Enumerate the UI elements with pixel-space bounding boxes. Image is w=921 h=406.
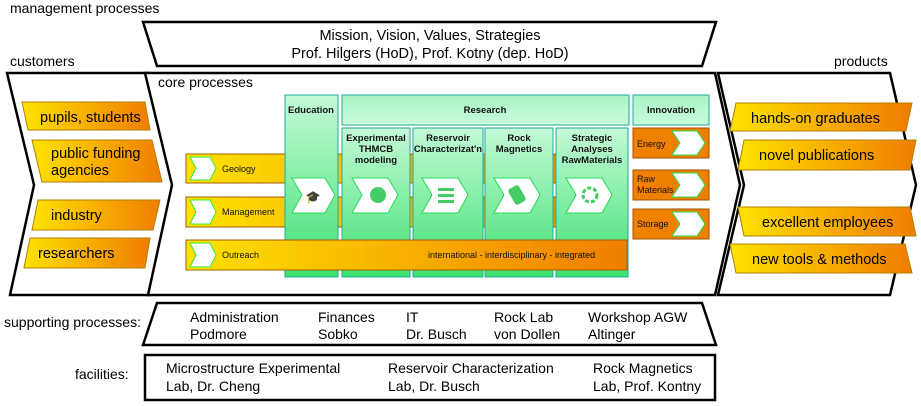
svg-text:Outreach: Outreach	[222, 250, 259, 260]
svg-text:Innovation: Innovation	[647, 105, 695, 116]
svg-text:Reservoir Characterization: Reservoir Characterization	[388, 360, 554, 376]
svg-text:industry: industry	[51, 208, 103, 224]
customer-item: industry	[31, 199, 161, 231]
product-item: excellent employees	[737, 206, 917, 237]
management-line1: Mission, Vision, Values, Strategies	[319, 28, 540, 44]
svg-text:Administration: Administration	[190, 309, 279, 325]
recycle-icon	[565, 177, 613, 214]
drill-rig-icon	[671, 130, 706, 156]
product-item: new tools & methods	[729, 243, 913, 274]
svg-text:Altinger: Altinger	[588, 326, 636, 342]
svg-text:Reservoir: Reservoir	[426, 133, 470, 144]
svg-text:pupils, students: pupils, students	[40, 110, 141, 126]
svg-text:Lab, Dr. Cheng: Lab, Dr. Cheng	[166, 378, 260, 394]
product-item: novel publications	[737, 139, 917, 171]
wind-turbine-icon	[671, 211, 706, 237]
svg-text:IT: IT	[406, 309, 419, 325]
svg-text:Strategic: Strategic	[572, 133, 613, 144]
svg-text:Finances: Finances	[318, 309, 375, 325]
supporting-box	[141, 301, 718, 347]
svg-text:Energy: Energy	[637, 139, 666, 149]
svg-text:novel publications: novel publications	[759, 148, 874, 164]
management-box	[141, 20, 718, 68]
supporting-label: supporting processes:	[4, 314, 141, 330]
svg-text:Management: Management	[222, 207, 275, 217]
svg-text:hands-on graduates: hands-on graduates	[751, 111, 880, 127]
bar-outreach: Outreach international - interdisciplinar…	[185, 239, 628, 271]
svg-text:public funding: public funding	[51, 146, 141, 162]
svg-text:agencies: agencies	[51, 163, 109, 179]
svg-text:Lab, Dr. Busch: Lab, Dr. Busch	[388, 378, 480, 394]
innovation-header: Innovation	[632, 94, 710, 126]
core-label: core processes	[158, 74, 253, 90]
truck-icon	[671, 172, 706, 198]
svg-text:Microstructure Experimental: Microstructure Experimental	[166, 360, 340, 376]
svg-text:Analyses: Analyses	[571, 144, 613, 155]
products-label: products	[834, 53, 888, 69]
innovation-energy: Energy	[632, 127, 710, 159]
svg-text:Dr. Busch: Dr. Busch	[406, 326, 467, 342]
svg-text:Characterizat'n: Characterizat'n	[414, 144, 482, 155]
research-header: Research	[341, 94, 630, 126]
customer-item: researchers	[23, 237, 151, 269]
svg-text:Research: Research	[464, 105, 507, 116]
svg-text:Sobko: Sobko	[318, 326, 358, 342]
innovation-raw-materials: RawMaterials	[632, 169, 710, 201]
svg-text:Experimental: Experimental	[346, 133, 406, 144]
svg-text:excellent employees: excellent employees	[762, 215, 893, 231]
svg-text:Materials: Materials	[637, 185, 674, 195]
customer-item: pupils, students	[21, 101, 151, 131]
svg-text:modeling: modeling	[355, 155, 397, 166]
svg-text:Storage: Storage	[637, 219, 669, 229]
graduation-cap-icon: 🎓	[306, 190, 321, 204]
svg-text:Geology: Geology	[222, 164, 256, 174]
facilities-label: facilities:	[75, 366, 129, 382]
motto: international - interdisciplinary - inte…	[428, 250, 595, 260]
svg-text:Rock Magnetics: Rock Magnetics	[593, 360, 693, 376]
svg-text:Rock Lab: Rock Lab	[494, 309, 553, 325]
product-item: hands-on graduates	[729, 102, 913, 132]
management-label: management processes	[10, 0, 159, 16]
svg-text:researchers: researchers	[38, 246, 115, 262]
svg-text:Lab, Prof. Kontny: Lab, Prof. Kontny	[593, 378, 701, 394]
svg-text:Magnetics: Magnetics	[496, 144, 542, 155]
svg-text:Podmore: Podmore	[190, 326, 247, 342]
svg-text:RawMaterials: RawMaterials	[562, 155, 623, 166]
svg-text:Raw: Raw	[637, 174, 656, 184]
customers-label: customers	[10, 53, 75, 69]
svg-text:Workshop AGW: Workshop AGW	[588, 309, 688, 325]
svg-text:new tools & methods: new tools & methods	[752, 252, 887, 268]
innovation-storage: Storage	[632, 208, 710, 240]
management-line2: Prof. Hilgers (HoD), Prof. Kotny (dep. H…	[291, 46, 568, 62]
svg-text:Education: Education	[288, 105, 334, 116]
people-icon	[189, 242, 217, 268]
svg-text:THMCB: THMCB	[359, 144, 393, 155]
svg-text:von Dollen: von Dollen	[494, 326, 560, 342]
svg-text:Rock: Rock	[507, 133, 531, 144]
facilities-box	[143, 353, 717, 402]
